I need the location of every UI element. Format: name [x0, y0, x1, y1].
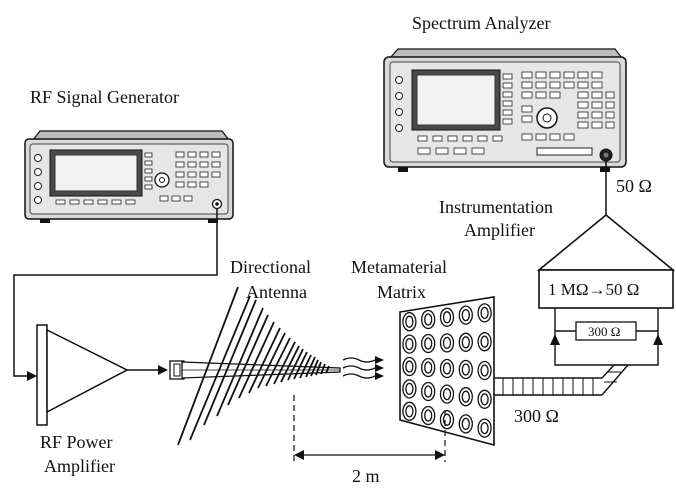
directional-label-line2: Antenna [246, 282, 307, 302]
ring-resonator-outer [421, 357, 436, 378]
generator-cable [13, 208, 218, 377]
ring-resonator-outer [477, 303, 492, 323]
ring-resonator-inner [480, 421, 489, 435]
ring-resonator-inner [480, 364, 489, 377]
spectrum-analyzer-label: Spectrum Analyzer [412, 13, 550, 33]
spectrum-analyzer [383, 48, 627, 172]
distance-label: 2 m [352, 466, 380, 486]
ring-resonator-inner [461, 417, 470, 431]
ring-resonator-inner [461, 390, 470, 403]
rf-power-label-line1: RF Power [40, 432, 113, 452]
ring-resonator-outer [402, 401, 417, 421]
ring-resonator-inner [424, 337, 433, 350]
impedance-50-label: 50 Ω [616, 176, 652, 196]
ring-resonator-outer [477, 389, 492, 409]
ring-resonator-outer [402, 312, 417, 332]
ring-resonator-outer [439, 307, 455, 327]
ring-resonator-outer [458, 387, 473, 407]
metamaterial-label-line1: Metamaterial [351, 257, 447, 277]
directional-antenna [169, 286, 341, 446]
ring-resonator-inner [424, 313, 433, 326]
rf-power-amplifier [36, 324, 168, 426]
ring-resonator-inner [442, 311, 452, 324]
ring-resonator-outer [421, 381, 436, 402]
ring-resonator-inner [405, 337, 414, 351]
instrumentation-label-line1: Instrumentation [439, 197, 553, 217]
ring-resonator-inner [405, 360, 414, 373]
rf-power-label-line2: Amplifier [44, 456, 115, 476]
ring-resonator-inner [405, 315, 414, 328]
ring-resonator-inner [461, 336, 470, 349]
ring-resonator-inner [442, 336, 452, 350]
ring-resonator-outer [458, 332, 473, 352]
ring-resonator-inner [480, 335, 489, 348]
instrumentation-label-line2: Amplifier [464, 220, 535, 240]
ring-resonator-outer [477, 418, 492, 438]
ring-resonator-inner [424, 361, 433, 374]
instrumentation-amplifier [536, 161, 676, 366]
impedance-300-label: 300 Ω [514, 406, 559, 426]
ring-resonator-inner [442, 362, 452, 375]
ring-resonator-inner [405, 382, 414, 396]
ring-resonator-outer [402, 356, 417, 377]
directional-label-line1: Directional [230, 257, 311, 277]
rf-signal-generator-label: RF Signal Generator [30, 87, 179, 107]
distance-arrow-left [294, 450, 304, 460]
ring-resonator-inner [424, 409, 433, 422]
converter-label: 1 MΩ→50 Ω [548, 280, 639, 299]
ring-resonator-inner [442, 387, 452, 401]
ring-resonator-outer [477, 332, 492, 352]
amp-input-arrow [27, 371, 37, 381]
ring-resonator-inner [405, 405, 414, 418]
ring-resonator-inner [461, 308, 470, 322]
ring-resonator-inner [480, 306, 489, 320]
ring-resonator-outer [458, 359, 473, 380]
metamaterial-label-line2: Matrix [377, 282, 426, 302]
wave-arrowheads [375, 356, 384, 380]
ring-resonator-outer [458, 305, 473, 325]
metamaterial-matrix [399, 296, 495, 447]
ring-resonator-outer [402, 379, 417, 399]
resistor-300-label: 300 Ω [588, 324, 620, 339]
ring-resonator-outer [439, 384, 455, 404]
ring-resonator-outer [402, 334, 417, 354]
radiated-waves [342, 357, 376, 379]
rf-signal-generator [24, 130, 234, 223]
distance-marker [293, 395, 446, 462]
ring-resonator-outer [421, 333, 436, 354]
ring-resonator-outer [439, 410, 455, 430]
ring-resonator-outer [439, 358, 455, 379]
ring-resonator-outer [477, 360, 492, 381]
ring-resonator-inner [442, 413, 452, 426]
ring-resonator-outer [421, 405, 436, 426]
ring-resonator-inner [480, 393, 489, 406]
ring-resonator-inner [424, 385, 433, 398]
ring-resonator-outer [421, 309, 436, 330]
distance-arrow-right [435, 450, 445, 460]
ring-resonator-outer [439, 333, 455, 353]
twisted-pair-cable [494, 364, 629, 396]
ring-resonator-inner [461, 363, 470, 376]
ring-resonator-outer [458, 414, 473, 434]
